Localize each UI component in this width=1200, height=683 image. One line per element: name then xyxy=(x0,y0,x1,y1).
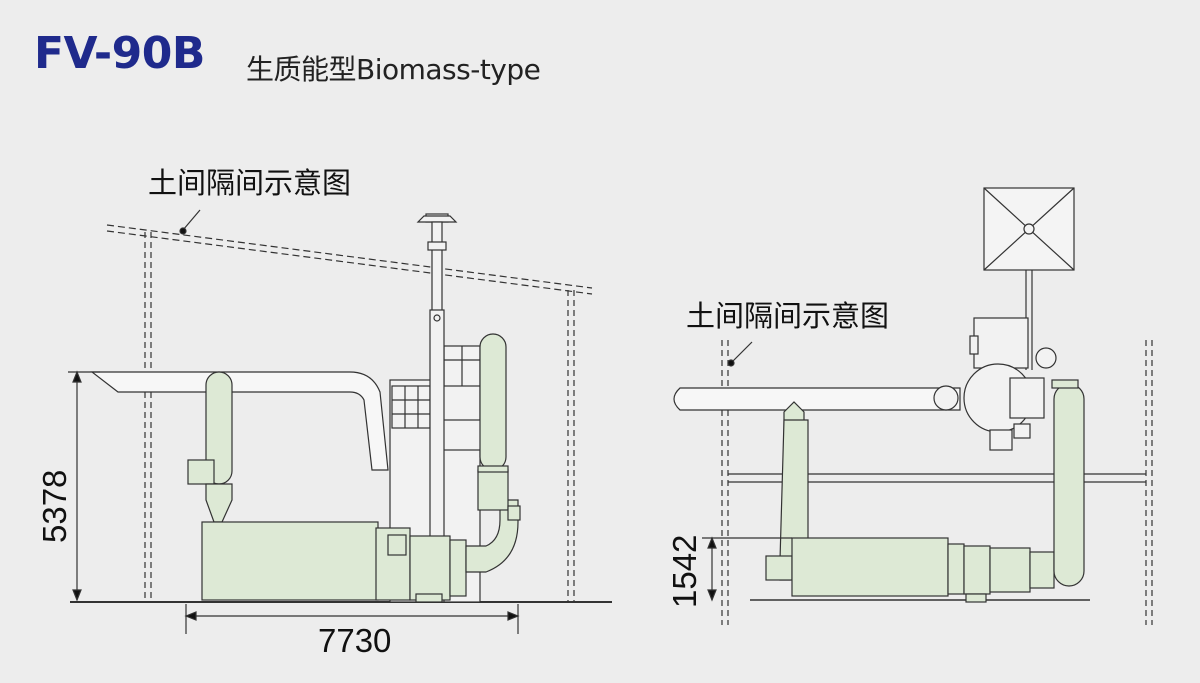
front-furnace-body xyxy=(765,537,1055,603)
side-view-label: 土间隔间示意图 xyxy=(148,166,352,200)
roof xyxy=(106,224,593,295)
front-view xyxy=(673,187,1153,625)
front-height-dimension: 1542 xyxy=(666,534,703,608)
front-down-duct xyxy=(779,401,809,581)
cyclone-separator xyxy=(187,371,233,523)
side-dimensions xyxy=(68,370,520,634)
feeder-unit xyxy=(933,317,1057,451)
side-label-dot xyxy=(179,227,187,235)
model-subtitle: 生质能型Biomass-type xyxy=(246,53,541,86)
side-length-dimension: 7730 xyxy=(318,622,392,659)
front-air-duct xyxy=(673,387,961,411)
air-intake-duct xyxy=(90,371,389,471)
chimney xyxy=(416,213,458,603)
hopper xyxy=(983,187,1075,370)
front-riser-duct xyxy=(1051,379,1085,587)
side-view xyxy=(70,209,612,603)
side-label-leader xyxy=(182,209,201,231)
front-view-label: 土间隔间示意图 xyxy=(686,299,890,333)
front-dimensions xyxy=(702,536,792,602)
partition-walls xyxy=(144,232,575,602)
model-title: FV-90B xyxy=(34,28,205,79)
side-height-dimension: 5378 xyxy=(36,469,73,543)
hot-air-blower xyxy=(465,333,521,573)
biomass-furnace xyxy=(201,521,467,603)
